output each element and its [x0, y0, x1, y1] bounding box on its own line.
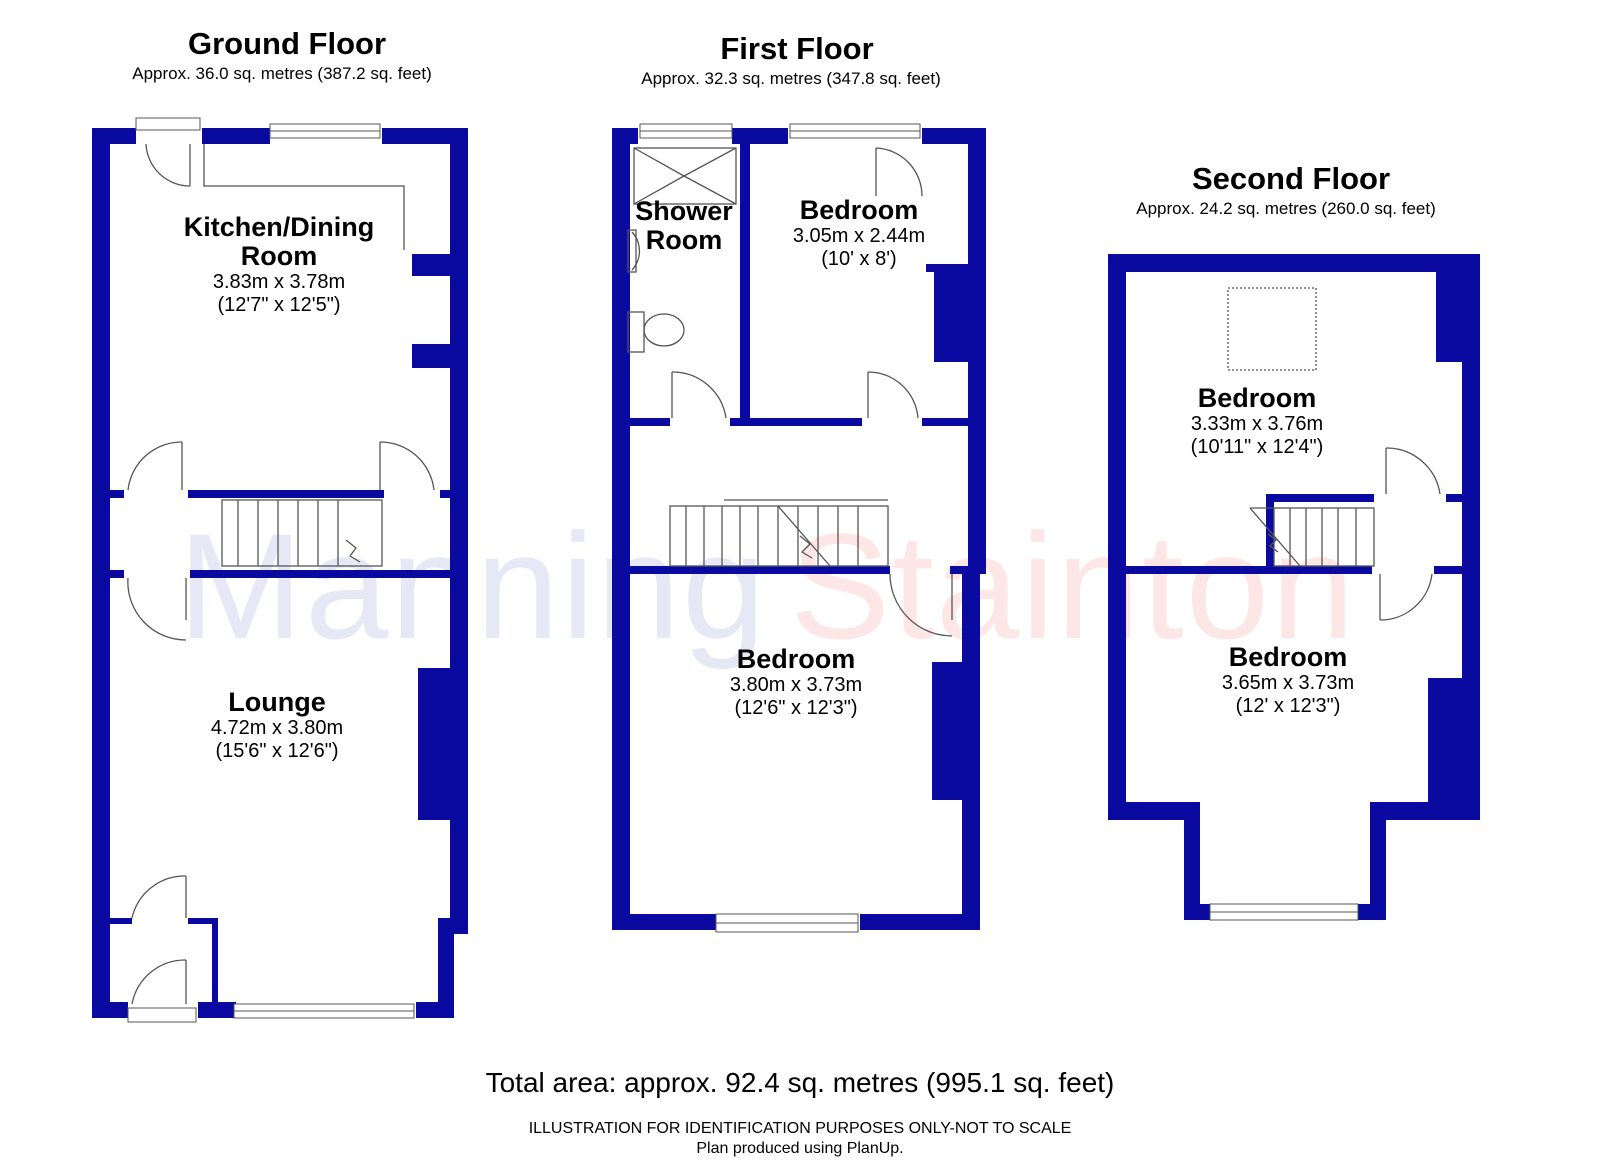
room-imperial: (12'7" x 12'5") [217, 294, 341, 316]
disclaimer-note: ILLUSTRATION FOR IDENTIFICATION PURPOSES… [528, 1120, 1072, 1137]
room-name: Bedroom [1197, 383, 1317, 413]
room-metric: 4.72m x 3.80m [210, 717, 344, 739]
room-name: Lounge [228, 687, 326, 717]
room-name: Bedroom [736, 644, 856, 674]
first-floor-area: Approx. 32.3 sq. metres (347.8 sq. feet) [641, 69, 941, 88]
watermark-manning: Manning [178, 502, 768, 670]
first-floor-walls [612, 128, 986, 930]
room-imperial: (10' x 8') [821, 248, 897, 270]
ground-floor-walls [92, 128, 468, 1018]
room-metric: 3.33m x 3.76m [1190, 413, 1324, 435]
ground-floor-area: Approx. 36.0 sq. metres (387.2 sq. feet) [132, 64, 432, 83]
ground-floor-title: Ground Floor [187, 26, 387, 61]
room-imperial: (12'6" x 12'3") [734, 697, 858, 719]
room-imperial: (15'6" x 12'6") [215, 740, 339, 762]
total-area: Total area: approx. 92.4 sq. metres (995… [485, 1067, 1115, 1098]
first-floor-title: First Floor [720, 31, 874, 66]
room-metric: 3.83m x 3.78m [212, 271, 346, 293]
window-lines [234, 130, 1358, 1012]
doors [127, 143, 1441, 1005]
room-lounge: Lounge 4.72m x 3.80m (15'6" x 12'6") [211, 688, 343, 763]
planup-note: Plan produced using PlanUp. [696, 1140, 904, 1157]
room-bedroom-small: Bedroom 3.05m x 2.44m (10' x 8') [793, 196, 925, 271]
room-shower: Shower Room [635, 197, 733, 255]
room-bedroom-front: Bedroom 3.80m x 3.73m (12'6" x 12'3") [730, 645, 862, 720]
room-name-line2: Room [645, 225, 723, 255]
room-bedroom-attic-rear: Bedroom 3.33m x 3.76m (10'11" x 12'4") [1191, 384, 1324, 459]
room-name: Bedroom [1228, 642, 1348, 672]
room-metric: 3.80m x 3.73m [729, 674, 863, 696]
second-floor-title: Second Floor [1191, 161, 1391, 196]
second-floor-walls [1108, 254, 1480, 920]
room-metric: 3.65m x 3.73m [1221, 672, 1355, 694]
room-bedroom-attic-front: Bedroom 3.65m x 3.73m (12' x 12'3") [1222, 643, 1354, 718]
room-name: Bedroom [799, 195, 919, 225]
room-imperial: (10'11" x 12'4") [1190, 436, 1324, 458]
room-kitchen-dining: Kitchen/Dining Room 3.83m x 3.78m (12'7"… [184, 213, 375, 317]
room-metric: 3.05m x 2.44m [792, 225, 926, 247]
room-imperial: (12' x 12'3") [1235, 695, 1341, 717]
room-name: Kitchen/Dining [183, 212, 375, 242]
second-floor-area: Approx. 24.2 sq. metres (260.0 sq. feet) [1136, 199, 1436, 218]
room-name: Shower [635, 196, 733, 226]
room-name-line2: Room [240, 241, 318, 271]
watermark-stainton: Stainton [790, 502, 1357, 670]
